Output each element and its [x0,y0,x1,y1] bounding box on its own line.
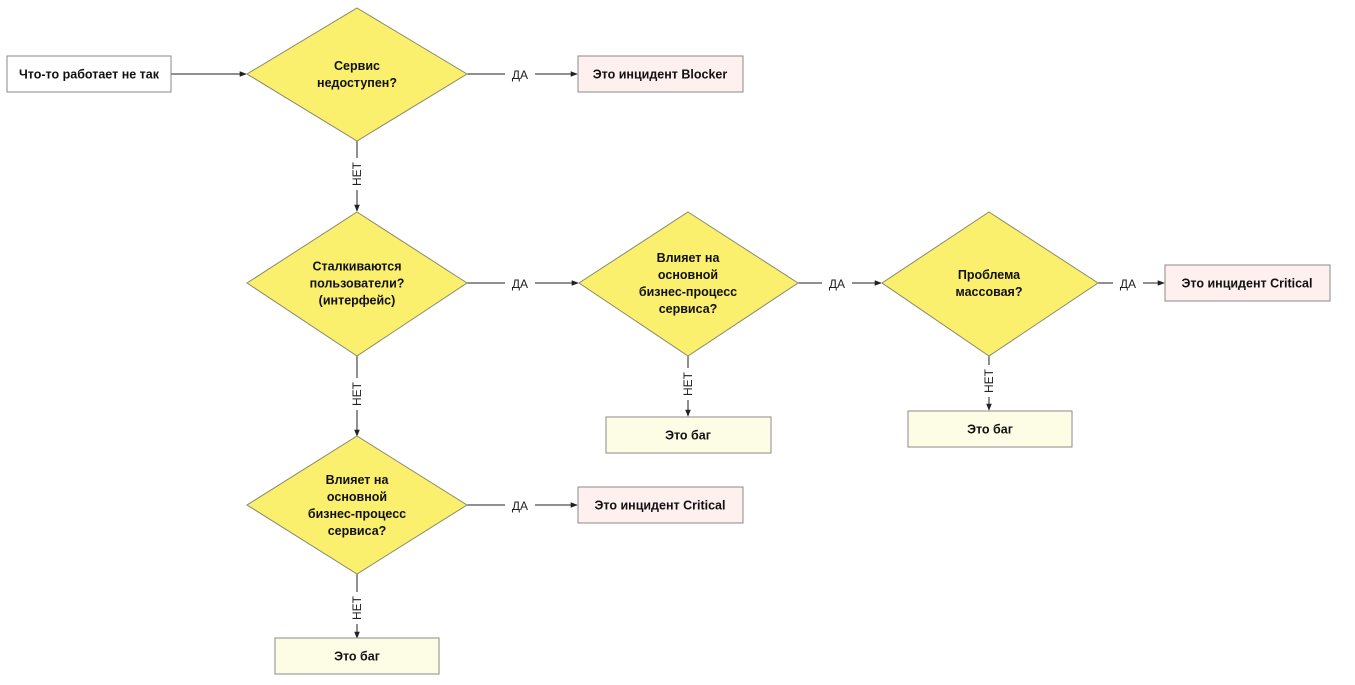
d2-label-line: (интерфейс) [319,294,396,308]
bug2-label: Это баг [967,423,1013,437]
d2-label-line: пользователи? [310,277,405,291]
blocker-label: Это инцидент Blocker [593,68,728,82]
d5-label: Влияет на основной бизнес-процесс сервиса? [308,473,406,538]
diamond-d5 [246,435,468,575]
critical-box-2 [577,486,744,524]
critical1-label: Это инцидент Critical [1182,277,1313,291]
edges: ДА НЕТ ДА НЕТ ДА НЕТ ДА НЕТ ДА НЕТ [171,64,1165,639]
d3-label-line: основной [658,268,718,282]
d3-label: Влияет на основной бизнес-процесс сервиса? [639,251,737,316]
edge-label-no: НЕТ [982,368,996,393]
decision-users-affected: Сталкиваются пользователи? (интерфейс) [246,211,468,357]
diamond-d4 [881,211,1099,357]
edge-label-yes: ДА [512,277,528,291]
edge-label-yes: ДА [512,499,528,513]
d3-label-line: Влияет на [657,251,721,265]
blocker-box [577,55,744,93]
edge-label-yes: ДА [829,277,845,291]
blocker-label-line: Это инцидент Blocker [593,68,728,82]
node-critical-incident-1: Это инцидент Critical [1164,264,1331,302]
edge-label-yes: ДА [1120,277,1136,291]
d2-label-line: Сталкиваются [312,260,401,274]
critical2-label-line: Это инцидент Critical [595,499,726,513]
edge-label-no: НЕТ [350,161,364,186]
bug2-label-line: Это баг [967,423,1013,437]
edge-label-yes: ДА [512,68,528,82]
edge-label-no: НЕТ [350,381,364,406]
critical-box-1 [1164,264,1331,302]
bug1-label: Это баг [665,429,711,443]
bug-box-3 [274,637,440,675]
node-critical-incident-2: Это инцидент Critical [577,486,744,524]
d3-label-line: бизнес-процесс [639,285,737,299]
d5-label-line: основной [327,490,387,504]
start-label-line: Что-то работает не так [19,68,160,82]
decision-business-process-2: Влияет на основной бизнес-процесс сервиса? [246,435,468,575]
node-start: Что-то работает не так [6,55,172,93]
bug1-label-line: Это баг [665,429,711,443]
bug-box-1 [605,416,772,454]
decision-service-unavailable: Сервис недоступен? [246,7,468,142]
diamond-d1 [246,7,468,142]
d1-label-line: Сервис [334,59,380,73]
diamond-d3 [578,211,799,357]
d4-label-line: Проблема [958,268,1021,282]
node-blocker-incident: Это инцидент Blocker [577,55,744,93]
critical2-label: Это инцидент Critical [595,499,726,513]
d4-label-line: массовая? [956,285,1023,299]
bug3-label-line: Это баг [334,650,380,664]
d2-label: Сталкиваются пользователи? (интерфейс) [310,260,405,308]
d3-label-line: сервиса? [659,302,718,316]
d5-label-line: Влияет на [326,473,390,487]
bug3-label: Это баг [334,650,380,664]
critical1-label-line: Это инцидент Critical [1182,277,1313,291]
decision-business-process-1: Влияет на основной бизнес-процесс сервиса? [578,211,799,357]
d5-label-line: сервиса? [328,524,387,538]
start-label: Что-то работает не так [19,68,160,82]
decision-problem-massive: Проблема массовая? [881,211,1099,357]
edge-label-no: НЕТ [681,371,695,396]
start-box [6,55,172,93]
d5-label-line: бизнес-процесс [308,507,406,521]
d1-label: Сервис недоступен? [317,59,397,90]
bug-box-2 [907,410,1073,448]
node-bug-1: Это баг [605,416,772,454]
edge-label-no: НЕТ [350,595,364,620]
node-bug-2: Это баг [907,410,1073,448]
diamond-d2 [246,211,468,357]
d4-label: Проблема массовая? [956,268,1023,299]
node-bug-3: Это баг [274,637,440,675]
d1-label-line: недоступен? [317,76,397,90]
